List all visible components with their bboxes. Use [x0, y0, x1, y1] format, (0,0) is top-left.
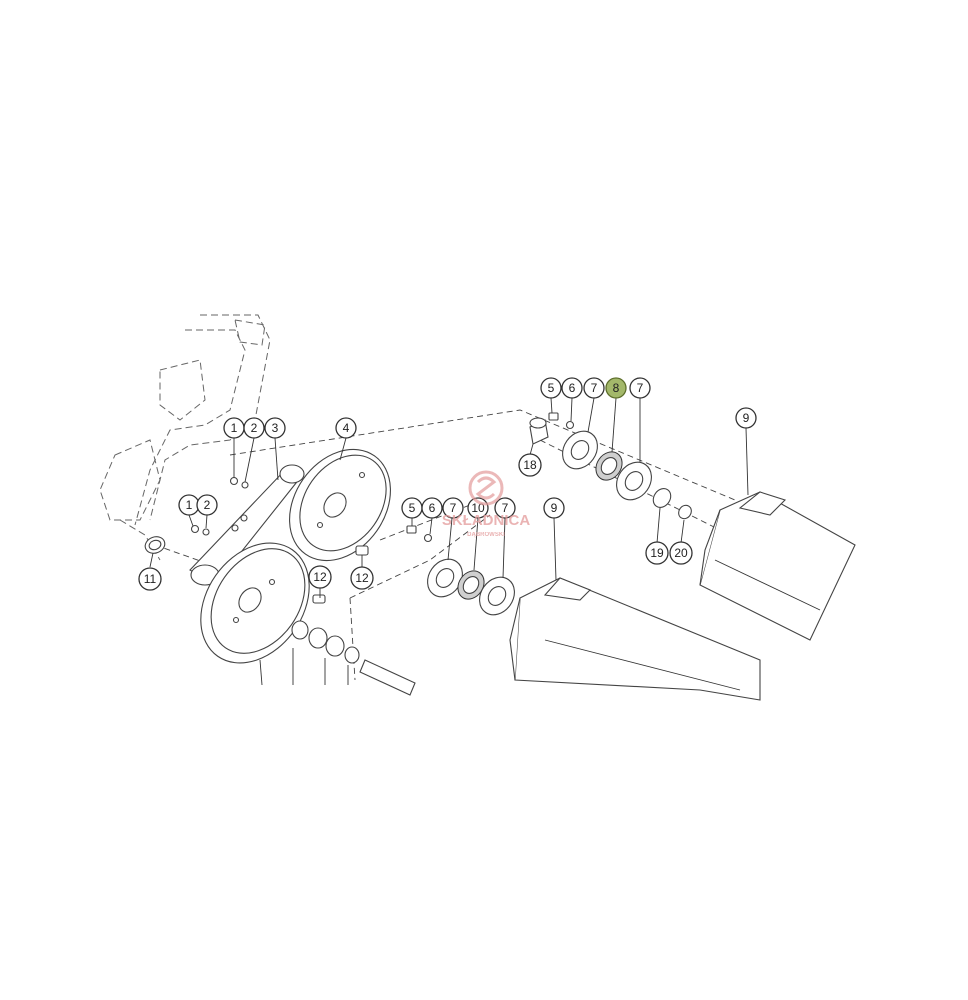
- callout-label: 4: [343, 421, 350, 435]
- callout-9-middle[interactable]: 9: [543, 497, 565, 519]
- callout-18[interactable]: 18: [518, 453, 542, 477]
- callout-label: 9: [743, 411, 750, 425]
- callout-7-upper-a[interactable]: 7: [583, 377, 605, 399]
- callout-12-upper[interactable]: 12: [350, 566, 374, 590]
- watermark-name: SKŁADNICA: [442, 512, 530, 529]
- callout-9-upper[interactable]: 9: [735, 407, 757, 429]
- callout-label: 18: [523, 458, 537, 472]
- watermark-logo: SKŁADNICA DĄBROWSKI: [442, 470, 530, 538]
- callout-6-upper[interactable]: 6: [561, 377, 583, 399]
- callout-label: 20: [674, 546, 688, 560]
- watermark-sub: DĄBROWSKI: [467, 532, 505, 538]
- callout-7-middle-b[interactable]: 7: [494, 497, 516, 519]
- lower-shaft-parts: [291, 620, 416, 696]
- callout-19[interactable]: 19: [645, 541, 669, 565]
- callout-label: 12: [355, 571, 369, 585]
- callout-label: 7: [637, 381, 644, 395]
- callout-5-middle[interactable]: 5: [401, 497, 423, 519]
- callout-8-highlighted[interactable]: 8: [605, 377, 627, 399]
- callout-2-lower[interactable]: 2: [196, 494, 218, 516]
- callout-label: 6: [569, 381, 576, 395]
- callout-label: 9: [551, 501, 558, 515]
- callout-1-upper[interactable]: 1: [223, 417, 245, 439]
- bolt-12-lower: [312, 594, 326, 604]
- callout-12-lower[interactable]: 12: [308, 565, 332, 589]
- callout-7-middle-a[interactable]: 7: [442, 497, 464, 519]
- callout-label: 11: [144, 572, 157, 586]
- callout-label: 2: [251, 421, 258, 435]
- callout-label: 5: [409, 501, 416, 515]
- callout-label: 5: [548, 381, 555, 395]
- roller-upper: [699, 491, 856, 641]
- callout-label: 8: [613, 381, 620, 395]
- callout-7-upper-b[interactable]: 7: [629, 377, 651, 399]
- ring-11: [144, 536, 166, 554]
- callout-label: 19: [650, 546, 664, 560]
- bolt-12-upper: [355, 545, 369, 567]
- roller-middle: [509, 577, 761, 701]
- callout-label: 12: [313, 570, 327, 584]
- callout-label: 7: [502, 501, 509, 515]
- callout-label: 6: [429, 501, 436, 515]
- bearing-group-upper: [548, 412, 692, 520]
- callout-20[interactable]: 20: [669, 541, 693, 565]
- callout-4[interactable]: 4: [335, 417, 357, 439]
- arm-lever: [189, 464, 305, 586]
- disc-lower: [200, 542, 310, 664]
- callout-label: 1: [186, 498, 193, 512]
- callout-11[interactable]: 11: [138, 567, 162, 591]
- sleeve-18: [529, 417, 549, 445]
- small-bolts-lower: [190, 524, 210, 536]
- callout-6-middle[interactable]: 6: [421, 497, 443, 519]
- callout-label: 7: [591, 381, 598, 395]
- callout-1-lower[interactable]: 1: [178, 494, 200, 516]
- disc-upper: [289, 448, 391, 562]
- callout-label: 3: [272, 421, 279, 435]
- callout-5-upper[interactable]: 5: [540, 377, 562, 399]
- callout-label: 1: [231, 421, 238, 435]
- callout-3[interactable]: 3: [264, 417, 286, 439]
- bearing-group-middle: [406, 525, 515, 616]
- leader-lines: [149, 397, 749, 686]
- callout-label: 7: [450, 501, 457, 515]
- callout-2-upper[interactable]: 2: [243, 417, 265, 439]
- callout-label: 2: [204, 498, 211, 512]
